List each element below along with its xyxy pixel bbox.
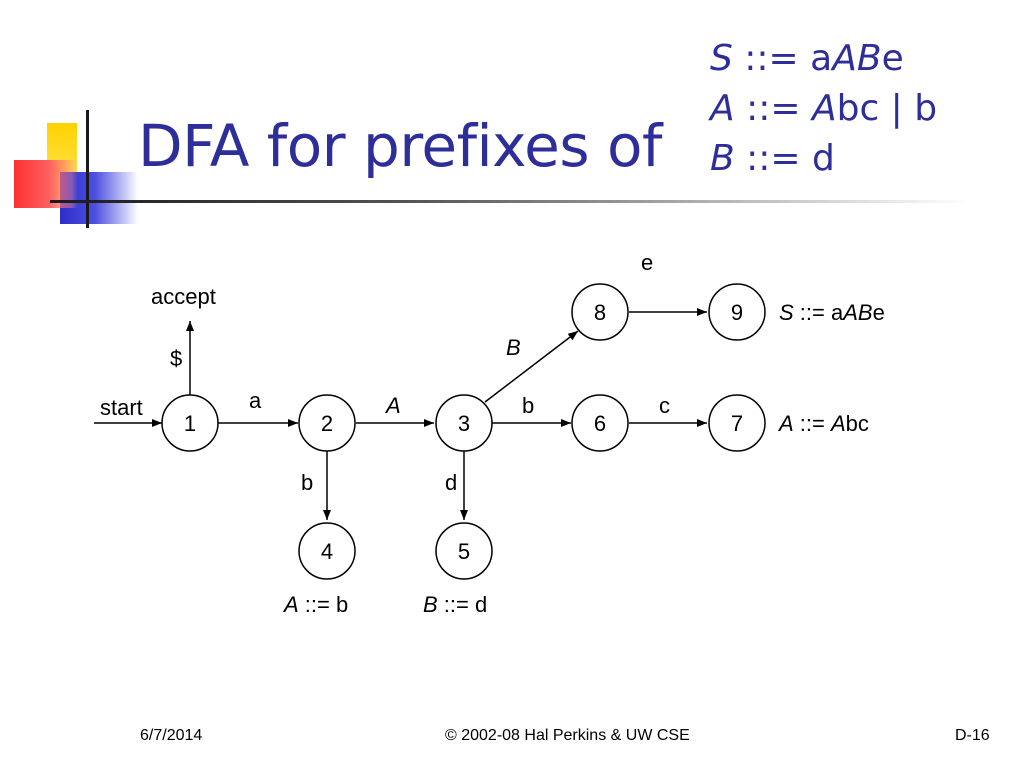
edge-label-b-2-4: b: [301, 470, 313, 495]
reduction-label-state-5: B ::= d: [423, 592, 487, 617]
state-3-label: 3: [458, 411, 470, 436]
state-1-label: 1: [184, 411, 196, 436]
grammar-rule-b: B ::= d: [710, 134, 937, 184]
dollar-label: $: [170, 346, 182, 371]
state-7-label: 7: [731, 411, 743, 436]
text-run-0: a: [810, 38, 833, 79]
state-2-circle: [298, 394, 356, 452]
state-7-circle: [708, 394, 766, 452]
text-run-0: B: [423, 592, 438, 617]
text-run-2: AB: [841, 300, 872, 325]
text-run-1: ::= b: [299, 592, 349, 617]
start-label: start: [100, 395, 143, 420]
reduction-label-state-9: S ::= aABe: [779, 300, 885, 325]
edge-label-B: B: [506, 335, 521, 360]
state-4-circle: [298, 522, 356, 580]
grammar-rule-sep: ::=: [732, 38, 811, 79]
state-2-label: 2: [321, 411, 333, 436]
text-run-1: bc | b: [836, 88, 938, 129]
state-3-circle: [435, 394, 493, 452]
edge-label-b-3-6: b: [522, 393, 534, 418]
reduction-label-state-7: A ::= Abc: [777, 411, 869, 436]
text-run-1: ::=: [794, 411, 831, 436]
state-8-label: 8: [594, 300, 606, 325]
grammar-rules: S ::= aABe A ::= Abc | b B ::= d: [710, 34, 937, 184]
state-8-circle: [571, 283, 629, 341]
edge-3-8: [484, 330, 579, 403]
text-run-0: A: [811, 88, 837, 129]
state-5-circle: [435, 522, 493, 580]
accept-label: accept: [151, 284, 216, 309]
edge-label-a: a: [249, 388, 262, 413]
footer-date: 6/7/2014: [140, 727, 203, 744]
footer-page-number: D-16: [955, 727, 990, 744]
text-run-1: AB: [832, 38, 882, 79]
grammar-rule-a: A ::= Abc | b: [710, 84, 937, 134]
text-run-3: bc: [846, 411, 869, 436]
text-run-0: d: [812, 138, 835, 179]
state-9-circle: [708, 283, 766, 341]
edge-label-A: A: [384, 393, 401, 418]
state-6-circle: [571, 394, 629, 452]
grammar-rule-s: S ::= aABe: [710, 34, 937, 84]
title-decoration-vertical-line: [86, 110, 89, 228]
grammar-rule-lhs: S: [710, 38, 733, 79]
edge-label-c: c: [659, 393, 670, 418]
title-underline-rule: [50, 200, 970, 203]
text-run-2: e: [881, 38, 904, 79]
grammar-rule-sep: ::=: [734, 88, 812, 129]
state-1-circle: [161, 394, 219, 452]
grammar-rule-sep: ::=: [734, 138, 813, 179]
text-run-1: ::= d: [438, 592, 488, 617]
state-5-label: 5: [458, 539, 470, 564]
text-run-2: A: [829, 411, 846, 436]
grammar-rule-rhs: aABe: [810, 38, 904, 79]
text-run-0: S: [779, 300, 794, 325]
state-9-label: 9: [731, 300, 743, 325]
reduction-label-state-4: A ::= b: [282, 592, 348, 617]
text-run-3: e: [873, 300, 885, 325]
grammar-rule-rhs: d: [812, 138, 835, 179]
footer-copyright: © 2002-08 Hal Perkins & UW CSE: [445, 727, 690, 744]
grammar-rule-lhs: B: [710, 138, 735, 179]
text-run-1: ::= a: [794, 300, 844, 325]
edge-label-e: e: [641, 250, 653, 275]
slide-title: DFA for prefixes of: [138, 112, 662, 180]
text-run-0: A: [282, 592, 299, 617]
grammar-rule-rhs: Abc | b: [812, 88, 937, 129]
grammar-rule-lhs: A: [710, 88, 735, 129]
text-run-0: A: [777, 411, 794, 436]
state-4-label: 4: [321, 539, 333, 564]
state-6-label: 6: [594, 411, 606, 436]
edge-label-d: d: [445, 470, 457, 495]
